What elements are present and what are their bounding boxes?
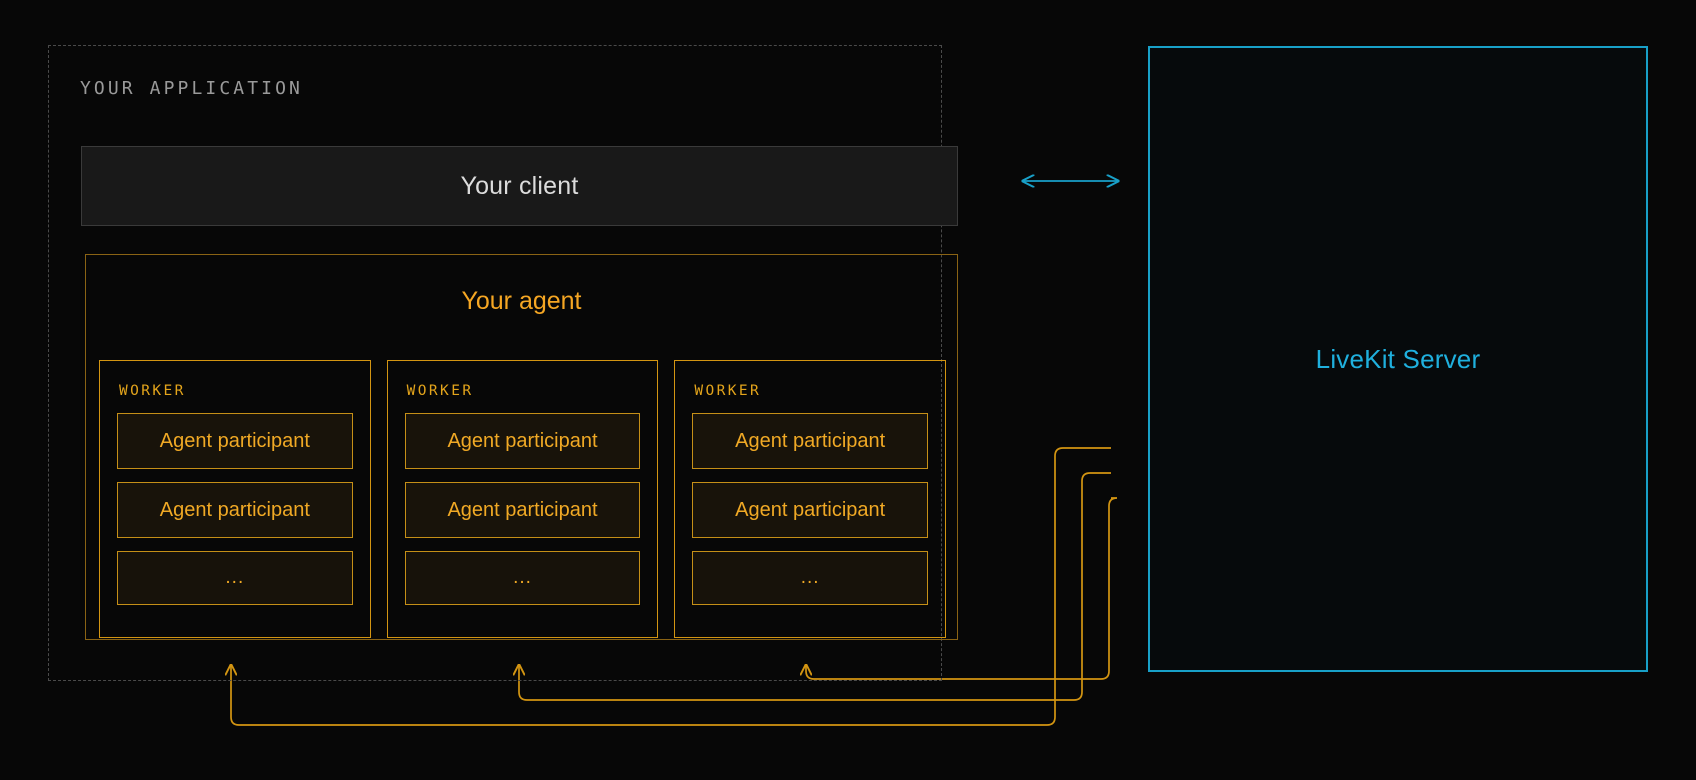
livekit-server-label: LiveKit Server xyxy=(1315,343,1481,374)
agent-participant-more[interactable]: ... xyxy=(692,551,929,605)
agent-participant[interactable]: Agent participant xyxy=(692,413,929,469)
agent-participant[interactable]: Agent participant xyxy=(404,413,641,469)
livekit-server-box[interactable]: LiveKit Server xyxy=(1148,46,1648,672)
agent-participant[interactable]: Agent participant xyxy=(692,482,929,538)
your-client-label: Your client xyxy=(460,171,579,200)
worker-label: WORKER xyxy=(694,383,762,399)
agent-participant[interactable]: Agent participant xyxy=(404,482,641,538)
worker-box[interactable]: WORKER Agent participant Agent participa… xyxy=(386,360,659,638)
your-application-container xyxy=(48,45,942,681)
agent-participant-more[interactable]: ... xyxy=(404,551,641,605)
worker-row: WORKER Agent participant Agent participa… xyxy=(99,360,947,638)
worker-box[interactable]: WORKER Agent participant Agent participa… xyxy=(674,360,947,638)
your-agent-box: Your agent WORKER Agent participant Agen… xyxy=(85,254,958,640)
your-client-box[interactable]: Your client xyxy=(81,146,958,226)
agent-participant-more[interactable]: ... xyxy=(117,551,353,605)
worker-label: WORKER xyxy=(119,383,186,399)
agent-participant[interactable]: Agent participant xyxy=(117,482,353,538)
worker-label: WORKER xyxy=(406,383,474,399)
agent-participant[interactable]: Agent participant xyxy=(117,413,353,469)
your-application-label: YOUR APPLICATION xyxy=(80,78,303,99)
your-agent-title: Your agent xyxy=(461,287,582,315)
worker-box[interactable]: WORKER Agent participant Agent participa… xyxy=(99,360,371,638)
